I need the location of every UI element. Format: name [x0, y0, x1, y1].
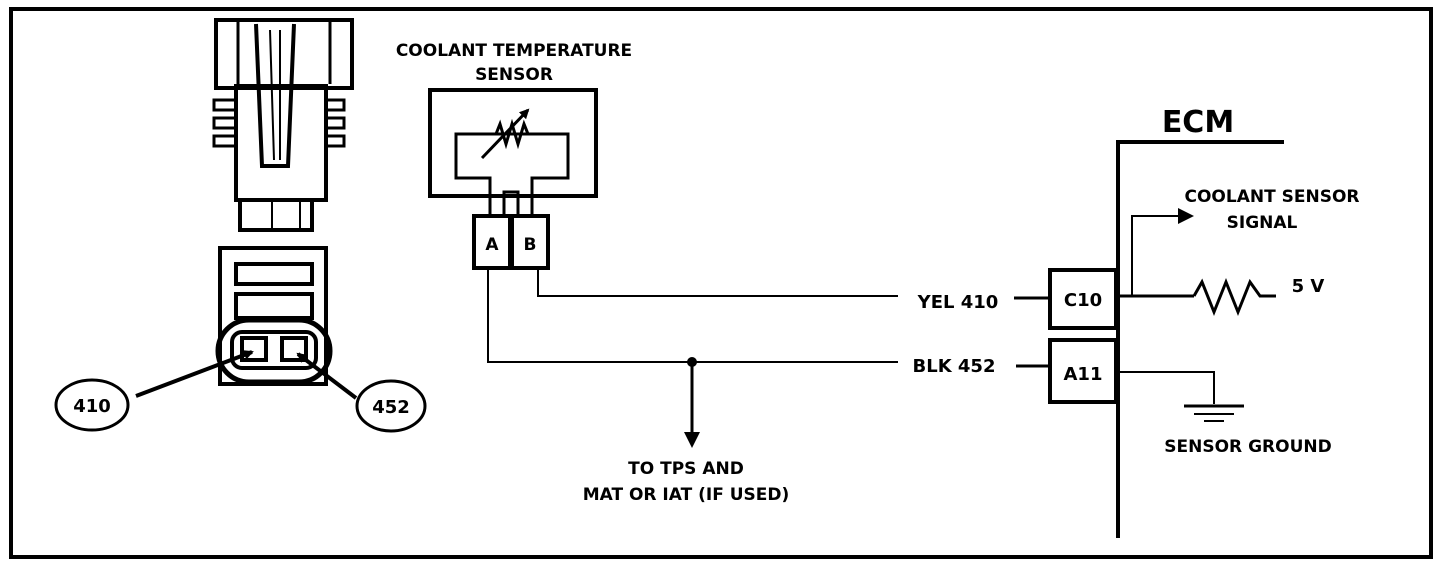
sensor-pin-a-label: A [485, 235, 499, 255]
wires: YEL 410 BLK 452 TO TPS AND MAT OR IAT (I… [487, 268, 1048, 505]
callout-452: 452 [296, 352, 427, 433]
wire-label-blk-452: BLK 452 [913, 356, 996, 377]
ground-label: SENSOR GROUND [1164, 437, 1331, 457]
sensor-pin-b [510, 214, 550, 270]
ecm-module: ECM C10 A11 COOLANT SENSOR SIGNAL 5 V SE… [1048, 105, 1360, 538]
branch-label-line2: MAT OR IAT (IF USED) [583, 485, 790, 505]
voltage-label: 5 V [1292, 276, 1325, 297]
signal-arrow-icon [1178, 208, 1194, 224]
signal-label-line2: SIGNAL [1227, 213, 1298, 233]
ecm-pin-a11-label: A11 [1064, 364, 1103, 385]
ecm-pin-a11 [1048, 338, 1118, 404]
wire-label-yel-410: YEL 410 [917, 292, 999, 313]
coolant-temperature-sensor: COOLANT TEMPERATURE SENSOR A B [396, 41, 632, 270]
branch-arrow-icon [684, 432, 700, 448]
callout-410: 410 [54, 350, 254, 432]
ecm-pin-c10-label: C10 [1064, 290, 1102, 311]
connector-illustration [212, 18, 354, 386]
sensor-title-line1: COOLANT TEMPERATURE [396, 41, 632, 61]
thermistor-symbol [494, 118, 530, 150]
branch-label-line1: TO TPS AND [628, 459, 744, 479]
callout-452-label: 452 [372, 397, 410, 418]
diagram-border [9, 7, 1433, 559]
sensor-pin-b-label: B [524, 235, 537, 255]
sensor-title-line2: SENSOR [475, 65, 553, 85]
ground-icon [1184, 404, 1244, 422]
ecm-pin-c10 [1048, 268, 1118, 330]
callout-410-label: 410 [73, 396, 111, 417]
ecm-title: ECM [1162, 105, 1234, 140]
signal-label-line1: COOLANT SENSOR [1185, 187, 1360, 207]
pullup-resistor-symbol [1192, 277, 1276, 317]
